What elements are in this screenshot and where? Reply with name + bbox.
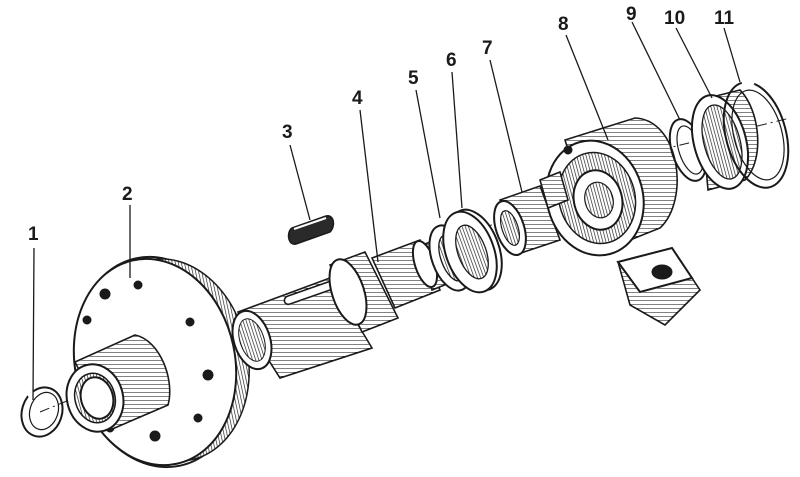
- part-6-thick-washer: [442, 208, 503, 294]
- label-part-8: 8: [558, 14, 569, 35]
- part-number-labels: 1 2 3 4 5 6 7 8 9 10 11: [28, 4, 735, 245]
- leader-3: [289, 144, 311, 221]
- part-8-bearing-housing: [539, 117, 702, 326]
- leader-7: [489, 59, 523, 193]
- part-1-snap-ring: [20, 386, 64, 438]
- label-part-11: 11: [714, 8, 735, 29]
- label-part-6: 6: [446, 50, 457, 71]
- leader-9: [631, 21, 681, 121]
- label-part-2: 2: [122, 184, 133, 205]
- leader-5: [415, 89, 441, 219]
- label-part-9: 9: [626, 4, 637, 25]
- leader-11: [723, 27, 741, 83]
- leader-6: [451, 71, 463, 209]
- label-part-3: 3: [282, 122, 293, 143]
- label-part-5: 5: [408, 68, 419, 89]
- part-2-flanged-hub: [65, 255, 250, 469]
- label-part-7: 7: [482, 38, 493, 59]
- leader-8: [565, 34, 609, 141]
- leader-lines: [32, 21, 741, 401]
- leader-1: [32, 247, 35, 401]
- part-3-key: [287, 215, 335, 245]
- leader-10: [675, 27, 713, 99]
- label-part-4: 4: [352, 88, 363, 109]
- label-part-1: 1: [28, 224, 39, 245]
- part-7-bushing: [493, 184, 562, 256]
- part-11-snap-ring: [722, 79, 790, 189]
- part-4-shaft: [231, 236, 453, 379]
- label-part-10: 10: [664, 8, 685, 29]
- leader-4: [359, 109, 379, 263]
